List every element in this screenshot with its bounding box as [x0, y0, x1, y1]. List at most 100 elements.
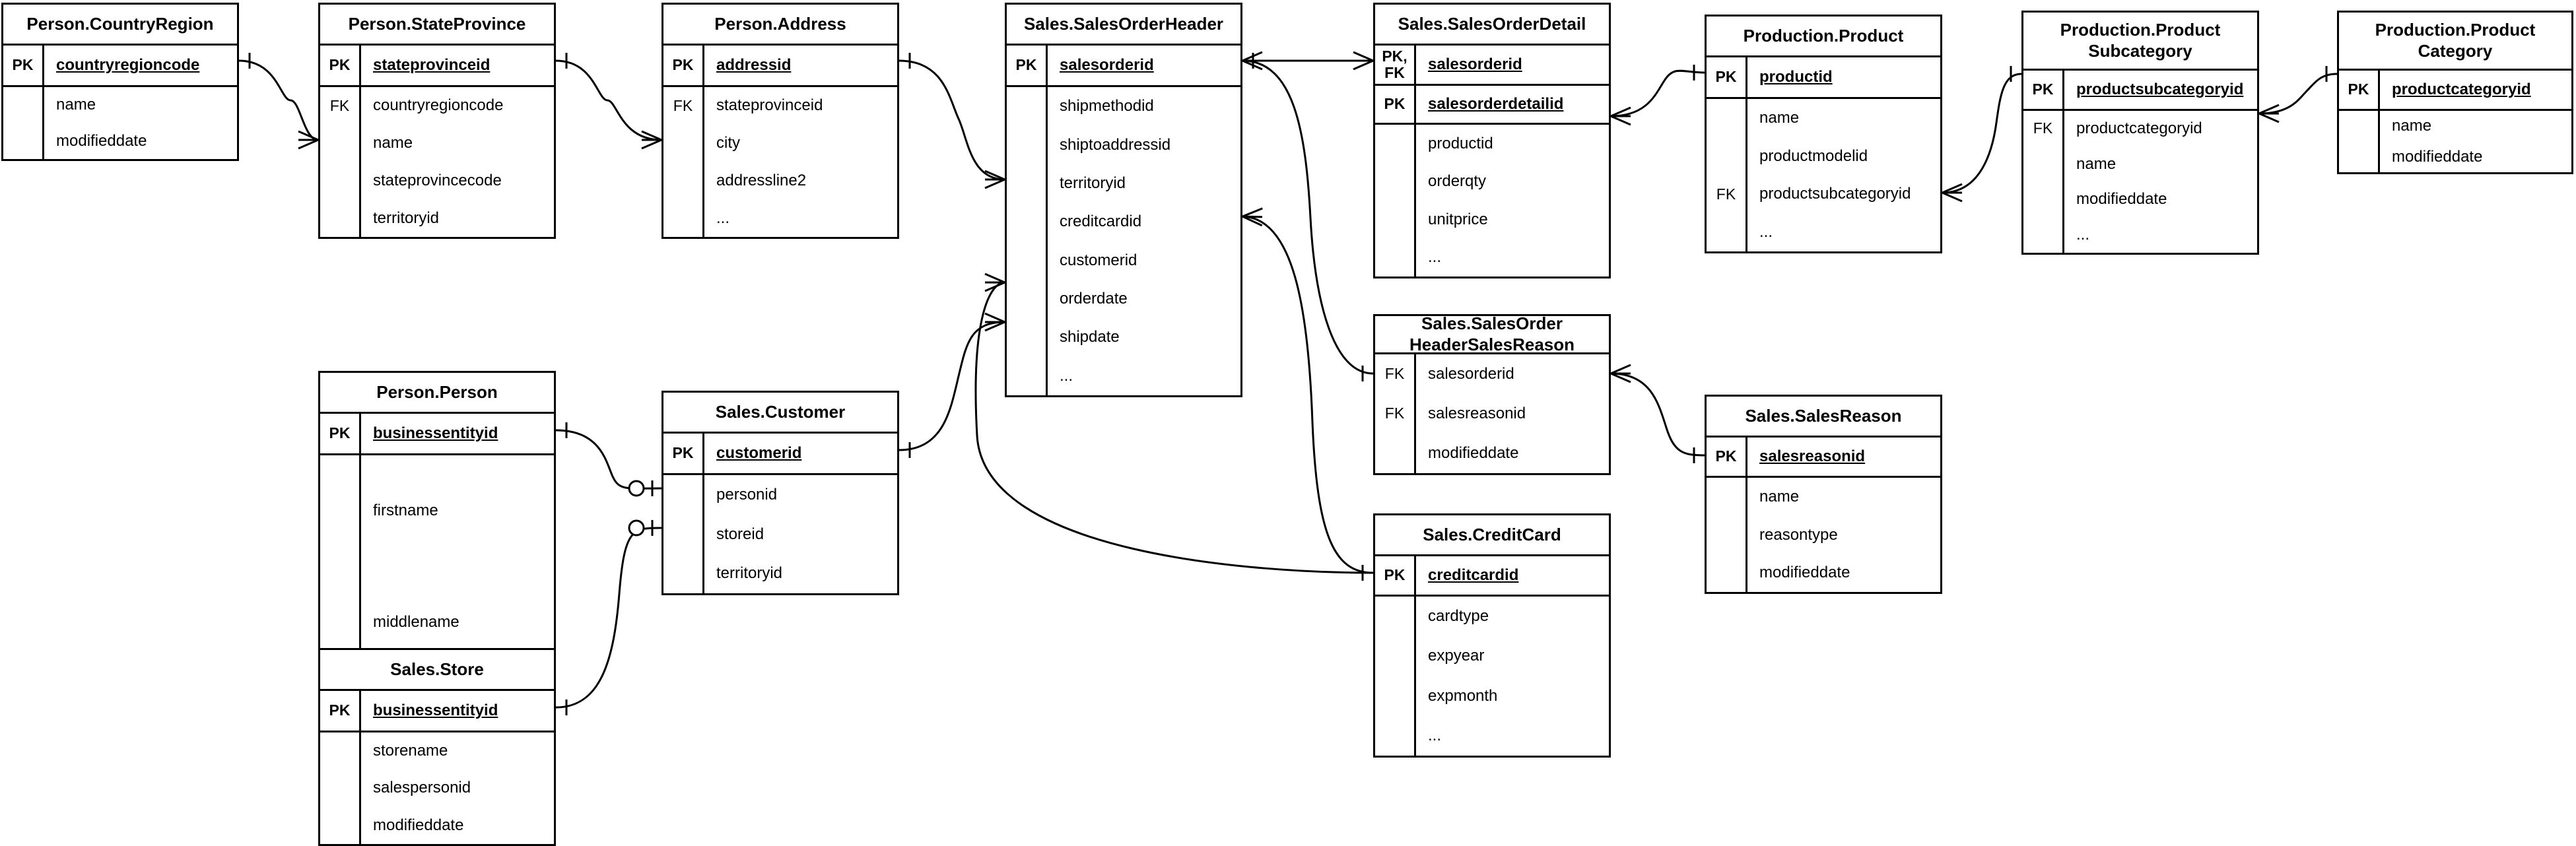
attribute-row[interactable]: productid — [1375, 125, 1609, 163]
attribute-row[interactable]: cardtype — [1375, 597, 1609, 637]
attribute-row[interactable]: territoryid — [320, 199, 554, 237]
attribute-row[interactable]: name — [1707, 478, 1940, 516]
attribute-row[interactable]: modifieddate — [2339, 141, 2571, 172]
attribute-row[interactable]: ... — [2023, 217, 2257, 253]
relationship-salesorderheader-to-salesorderdetail[interactable] — [1242, 51, 1374, 71]
attribute-row[interactable]: name — [320, 124, 554, 162]
attribute-row[interactable]: personid — [663, 475, 897, 515]
relationship-salesorderdetail-to-product[interactable] — [1610, 65, 1705, 126]
relationship-countryregion-to-stateprovince[interactable] — [238, 53, 319, 150]
attribute-row[interactable]: modifieddate — [1375, 434, 1609, 473]
relationship-salesorderheader-to-salesorderheadersalesreason[interactable] — [1242, 51, 1374, 381]
attribute-key-label — [663, 124, 704, 162]
attribute-key-label — [320, 162, 361, 200]
relationship-salesorderheader-to-creditcard[interactable] — [1242, 207, 1374, 581]
attribute-row[interactable]: shiptoaddressid — [1007, 125, 1240, 164]
attribute-row[interactable]: storeid — [663, 514, 897, 554]
attribute-row[interactable]: ... — [1375, 715, 1609, 756]
attribute-row[interactable]: ... — [1007, 356, 1240, 395]
attribute-row[interactable]: modifieddate — [3, 123, 237, 159]
attribute-row[interactable]: expmonth — [1375, 676, 1609, 716]
attribute-row[interactable]: orderdate — [1007, 279, 1240, 319]
attribute-key-label — [2023, 146, 2064, 182]
attribute-row[interactable]: modifieddate — [2023, 181, 2257, 218]
cardinality-marker-zero-or-one — [628, 519, 654, 537]
attribute-row[interactable]: reasontype — [1707, 515, 1940, 554]
cardinality-marker-many — [1242, 51, 1263, 71]
attribute-row[interactable]: name — [1707, 99, 1940, 137]
attribute-row[interactable]: addressline2 — [663, 162, 897, 200]
relationship-person-to-customer[interactable] — [555, 422, 662, 497]
relationship-address-to-salesorderheader[interactable] — [898, 53, 1005, 189]
attribute-row[interactable]: firstname — [320, 455, 554, 567]
relationship-productsubcategory-to-productcategory[interactable] — [2258, 66, 2338, 123]
attribute-row[interactable]: territoryid — [1007, 164, 1240, 203]
attribute-row[interactable]: creditcardid — [1007, 203, 1240, 242]
attribute-row[interactable]: name — [2023, 146, 2257, 182]
attribute-key-label — [1007, 125, 1048, 164]
attribute-row[interactable]: middlename — [320, 566, 554, 678]
attribute-row[interactable]: territoryid — [663, 554, 897, 594]
relationship-stateprovince-to-address[interactable] — [555, 53, 662, 150]
attribute-row[interactable]: salespersonid — [320, 769, 554, 807]
attribute-row[interactable]: shipdate — [1007, 318, 1240, 357]
attribute-row[interactable]: orderqty — [1375, 162, 1609, 201]
attribute-key-label — [1375, 238, 1416, 277]
attribute-row[interactable]: ... — [1707, 213, 1940, 251]
attribute-row[interactable]: modifieddate — [1707, 554, 1940, 593]
attribute-row[interactable]: modifieddate — [320, 806, 554, 844]
attribute-name: creditcardid — [1060, 212, 1142, 231]
attribute-row[interactable]: storename — [320, 732, 554, 770]
attribute-row[interactable]: shipmethodid — [1007, 87, 1240, 126]
attribute-row[interactable]: expyear — [1375, 636, 1609, 676]
attribute-row[interactable]: city — [663, 124, 897, 162]
attribute-row[interactable]: stateprovincecode — [320, 162, 554, 200]
relationship-product-to-productsubcategory[interactable] — [1942, 66, 2022, 203]
attribute-row[interactable]: productmodelid — [1707, 137, 1940, 176]
attribute-row[interactable]: ... — [663, 199, 897, 237]
attribute-row[interactable]: name — [3, 87, 237, 123]
attribute-row[interactable]: name — [2339, 111, 2571, 142]
relationship-store-to-customer[interactable] — [555, 519, 662, 715]
relationship-customer-to-salesorderheader[interactable] — [898, 312, 1005, 458]
attribute-row[interactable]: unitprice — [1375, 201, 1609, 239]
attribute-row[interactable]: customerid — [1007, 241, 1240, 280]
attribute-row[interactable]: ... — [1375, 238, 1609, 277]
relationship-salesorderheadersalesreason-to-salesreason[interactable] — [1610, 364, 1705, 463]
